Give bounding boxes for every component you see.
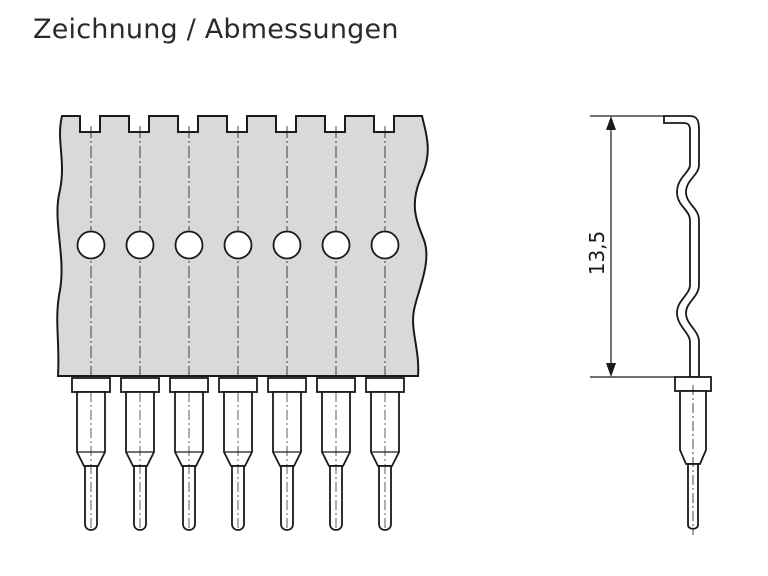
pin-hole bbox=[223, 230, 253, 260]
pin-collar bbox=[120, 377, 160, 393]
dimension-label: 13,5 bbox=[585, 231, 609, 276]
pin-collar bbox=[71, 377, 111, 393]
dimension-arrow-top bbox=[606, 116, 616, 130]
pin-tip bbox=[329, 465, 343, 531]
page-title: Zeichnung / Abmessungen bbox=[33, 14, 399, 45]
front-pins bbox=[71, 126, 405, 531]
pin-hole bbox=[76, 230, 106, 260]
pin-hole bbox=[125, 230, 155, 260]
front-view bbox=[56, 115, 429, 531]
pin-hole bbox=[370, 230, 400, 260]
dimension-arrow-bottom bbox=[606, 363, 616, 377]
pin-tip bbox=[378, 465, 392, 531]
side-view: 13,5 bbox=[585, 115, 712, 535]
pin-hole bbox=[321, 230, 351, 260]
pin-collar bbox=[365, 377, 405, 393]
pin-hole bbox=[174, 230, 204, 260]
pin-collar bbox=[267, 377, 307, 393]
pin-hole bbox=[272, 230, 302, 260]
pin-tip bbox=[231, 465, 245, 531]
pin-collar bbox=[218, 377, 258, 393]
pin-tip bbox=[133, 465, 147, 531]
pin-collar bbox=[169, 377, 209, 393]
pin-tip bbox=[280, 465, 294, 531]
pin-tip bbox=[182, 465, 196, 531]
strip-profile bbox=[663, 115, 700, 378]
pin-collar bbox=[316, 377, 356, 393]
pin-tip bbox=[84, 465, 98, 531]
